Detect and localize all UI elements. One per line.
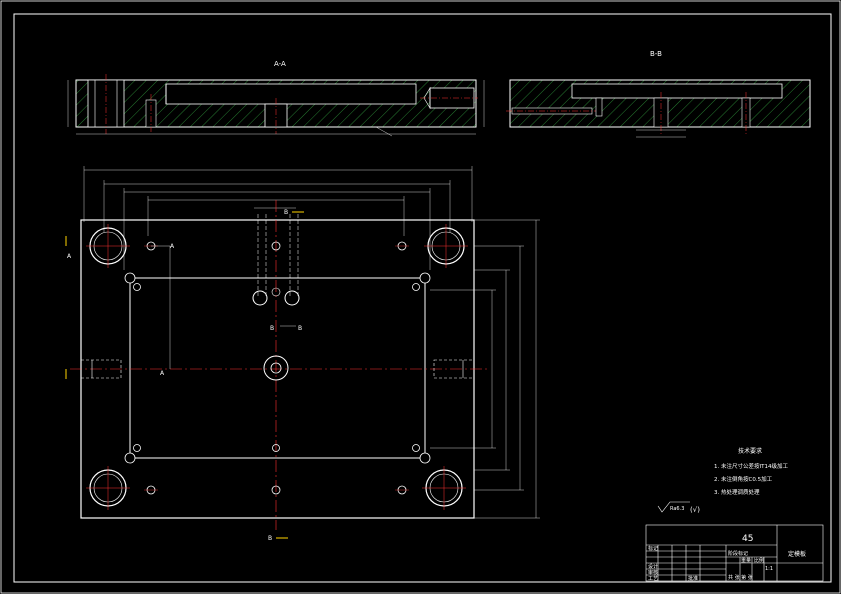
guide-hole-tl <box>86 224 130 268</box>
bb-pin-hole <box>595 97 603 117</box>
guide-hole-bl <box>86 466 130 510</box>
title-label-design: 设计 <box>648 563 658 570</box>
guide-hole-br <box>422 466 466 510</box>
svg-text:(√): (√) <box>690 506 700 514</box>
title-label-approve: 批准 <box>688 575 698 582</box>
sprue-bush-outer <box>263 355 289 381</box>
svg-text:B: B <box>268 535 272 542</box>
tech-req-item-2: 2. 未注倒角按C0.5加工 <box>714 475 773 483</box>
plan-view: A A A B B B B <box>65 166 540 542</box>
svg-text:B: B <box>284 209 288 216</box>
cut-marker-b: B B B B <box>268 209 304 542</box>
title-stage: 阶段标记 <box>728 550 748 557</box>
bb-runner-channel <box>571 83 783 99</box>
section-aa-view: A-A <box>67 60 485 137</box>
cooling-bore-right <box>433 359 475 379</box>
cavity-pocket <box>129 277 426 459</box>
title-block <box>645 524 824 582</box>
section-aa-title: A-A <box>274 60 286 68</box>
sheet-border-inner <box>13 13 832 583</box>
svg-text:Ra6.3: Ra6.3 <box>670 506 684 512</box>
svg-text:B: B <box>298 325 302 332</box>
sprue-bush-inner <box>270 362 282 374</box>
svg-text:A: A <box>67 253 72 260</box>
title-scale-value: 1:1 <box>765 566 773 572</box>
title-scale: 比例 <box>754 557 764 564</box>
tech-req-title: 技术要求 <box>738 447 762 455</box>
part-name-text: 定模板 <box>788 550 806 558</box>
ejector-hole-right <box>284 290 300 306</box>
title-label-check: 审核 <box>648 569 658 576</box>
cooling-bore-left <box>80 359 122 379</box>
ejector-hole-left <box>252 290 268 306</box>
screw-holes <box>133 241 420 495</box>
tech-req-item-3: 3. 热处理调质处理 <box>714 488 760 496</box>
title-weight: 重量 <box>741 557 751 564</box>
tech-req-item-1: 1. 未注尺寸公差按IT14级加工 <box>714 462 788 470</box>
technical-requirements: 技术要求 1. 未注尺寸公差按IT14级加工 2. 未注倒角按C0.5加工 3.… <box>714 447 788 496</box>
title-label-mark: 标记 <box>648 545 658 552</box>
aa-runner-channel <box>165 83 417 105</box>
cut-marker-a: A A A <box>65 236 175 379</box>
guide-hole-tr <box>424 224 468 268</box>
svg-text:A: A <box>170 243 175 250</box>
title-label-process: 工艺 <box>648 576 658 582</box>
section-bb-view: B-B <box>506 50 811 138</box>
title-sheet: 共 张 第 张 <box>728 574 753 581</box>
material-text: 45 <box>742 534 753 544</box>
svg-text:A: A <box>160 370 165 377</box>
surface-roughness: Ra6.3 (√) <box>657 501 700 514</box>
svg-text:B: B <box>270 325 274 332</box>
section-bb-title: B-B <box>650 50 662 58</box>
